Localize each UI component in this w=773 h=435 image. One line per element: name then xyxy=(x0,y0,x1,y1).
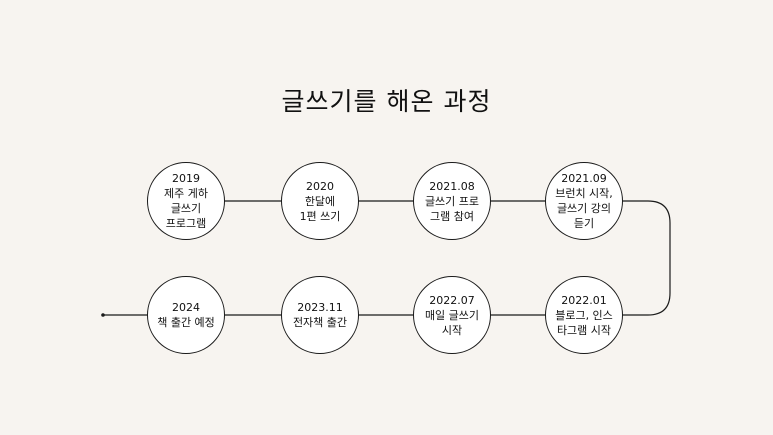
milestone-2021-08: 2021.08 글쓰기 프로 그램 참여 xyxy=(413,162,491,240)
milestone-2022-07: 2022.07 매일 글쓰기 시작 xyxy=(413,276,491,354)
milestone-2019-line-4: 프로그램 xyxy=(165,217,207,230)
milestone-2019: 2019 제주 게하 글쓰기 프로그램 xyxy=(147,162,225,240)
milestone-2022-01: 2022.01 블로그, 인스 타그램 시작 xyxy=(545,276,623,354)
milestone-2021-09: 2021.09 브런치 시작, 글쓰기 강의 듣기 xyxy=(545,162,623,240)
milestone-2021-09-line-1: 2021.09 xyxy=(561,172,607,185)
slide-title: 글쓰기를 해온 과정 xyxy=(281,87,492,116)
milestone-2024-line-2: 책 출간 예정 xyxy=(157,316,215,329)
milestone-2021-09-line-2: 브런치 시작, xyxy=(555,187,613,200)
milestone-2021-08-line-3: 그램 참여 xyxy=(430,209,474,223)
milestone-2021-09-line-3: 글쓰기 강의 xyxy=(556,202,612,215)
connector-right-turn xyxy=(584,200,671,316)
milestone-2019-line-3: 글쓰기 xyxy=(170,202,202,215)
milestone-2019-line-1: 2019 xyxy=(172,172,200,185)
milestone-2022-01-line-3: 타그램 시작 xyxy=(556,323,612,337)
milestone-2023-11-line-1: 2023.11 xyxy=(297,301,343,314)
milestone-2020: 2020 한달에 1편 쓰기 xyxy=(281,162,359,240)
milestone-2023-11: 2023.11 전자책 출간 xyxy=(281,276,359,354)
milestone-2022-01-line-1: 2022.01 xyxy=(561,293,607,307)
milestone-2023-11-line-2: 전자책 출간 xyxy=(292,316,348,329)
milestone-2019-line-2: 제주 게하 xyxy=(164,187,208,200)
milestone-2024: 2024 책 출간 예정 xyxy=(147,276,225,354)
milestone-2020-line-1: 2020 xyxy=(306,179,334,193)
milestone-2020-line-3: 1편 쓰기 xyxy=(299,209,341,223)
milestone-2022-01-line-2: 블로그, 인스 xyxy=(555,308,613,322)
milestone-2022-07-line-3: 시작 xyxy=(441,323,463,337)
timeline-end-dot xyxy=(101,313,105,317)
milestone-2020-line-2: 한달에 xyxy=(304,194,336,208)
milestone-2021-08-line-2: 글쓰기 프로 xyxy=(424,194,480,208)
milestone-2021-08-line-1: 2021.08 xyxy=(429,179,475,193)
milestone-2021-09-line-4: 듣기 xyxy=(573,217,595,230)
milestone-2022-07-line-1: 2022.07 xyxy=(429,293,475,307)
milestone-2024-line-1: 2024 xyxy=(172,301,200,314)
milestone-2022-07-line-2: 매일 글쓰기 xyxy=(424,308,480,322)
